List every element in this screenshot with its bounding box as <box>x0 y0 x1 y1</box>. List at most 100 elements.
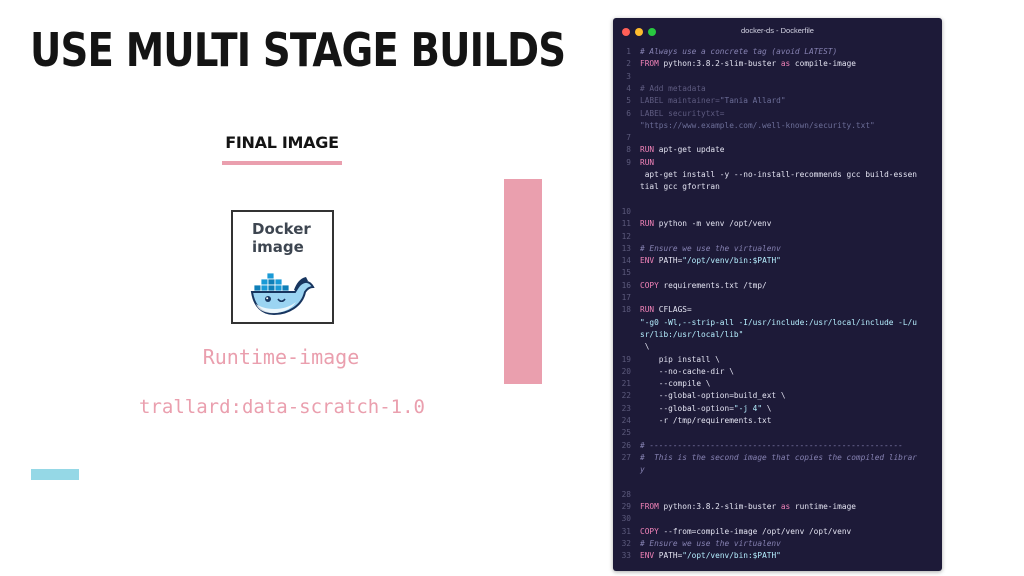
code-text: # Ensure we use the virtualenv <box>640 243 781 255</box>
code-token: requirements.txt /tmp/ <box>658 280 767 290</box>
code-text: RUN apt-get update <box>640 144 725 156</box>
docker-image-text-line2: image <box>252 238 304 256</box>
code-token: \ <box>640 342 650 352</box>
line-number: 22 <box>621 391 631 401</box>
code-token: python -m venv /opt/venv <box>654 219 772 229</box>
pink-accent-bar <box>504 179 542 384</box>
line-number: 26 <box>621 440 631 450</box>
code-line: tial gcc gfortran <box>613 181 942 193</box>
line-number: 13 <box>621 243 631 253</box>
docker-image-text: Docker image <box>252 220 311 256</box>
code-line: 6 LABEL securitytxt= <box>613 108 942 120</box>
line-number: 25 <box>621 428 631 438</box>
code-text: FROM python:3.8.2-slim-buster as compile… <box>640 58 856 70</box>
line-number: 6 <box>626 108 631 118</box>
line-number: 1 <box>626 47 631 56</box>
code-token: "/opt/venv/bin:$PATH" <box>682 256 781 266</box>
line-number: 16 <box>621 280 631 290</box>
code-text: -r /tmp/requirements.txt <box>640 415 772 427</box>
code-token: # Ensure we use the virtualenv <box>640 243 781 253</box>
line-number: 20 <box>621 366 631 376</box>
code-token: "/opt/venv/bin:$PATH" <box>682 551 781 561</box>
code-token: COPY <box>640 526 659 536</box>
code-line <box>613 477 942 489</box>
code-line: 13 # Ensure we use the virtualenv <box>613 243 942 255</box>
code-token: RUN <box>640 219 655 229</box>
code-token: --global-option=build_ext \ <box>640 391 786 401</box>
docker-whale-icon <box>250 272 315 316</box>
code-line: 11 RUN python -m venv /opt/venv <box>613 218 942 230</box>
code-token: ENV <box>640 551 655 561</box>
code-line: \ <box>613 341 942 353</box>
code-line: 31 COPY --from=compile-image /opt/venv /o… <box>613 526 942 538</box>
code-text: apt-get install -y --no-install-recommen… <box>640 169 917 181</box>
code-text: ENV PATH="/opt/venv/bin:$PATH" <box>640 550 781 562</box>
code-token: y <box>640 465 645 475</box>
line-number: 17 <box>621 293 631 302</box>
code-token: python:3.8.2-slim-buster <box>658 59 781 69</box>
close-window-button[interactable] <box>622 28 630 36</box>
code-text: RUN <box>640 157 654 169</box>
code-token: --from=compile-image /opt/venv /opt/venv <box>658 526 852 536</box>
code-text: --global-option=build_ext \ <box>640 390 786 402</box>
code-token: tial gcc gfortran <box>640 182 720 192</box>
code-editor-window: docker-ds - Dockerfile 1 # Always use a c… <box>613 18 942 571</box>
code-token: FROM <box>640 502 659 512</box>
code-text: LABEL maintainer="Tania Allard" <box>640 95 786 107</box>
code-text: --global-option="-j 4" \ <box>640 403 772 415</box>
minimize-window-button[interactable] <box>635 28 643 36</box>
line-number: 21 <box>621 379 631 389</box>
code-token: # Always use a concrete tag (avoid LATES… <box>640 47 838 56</box>
code-token: # Ensure we use the virtualenv <box>640 539 781 548</box>
code-text: pip install \ <box>640 354 720 366</box>
code-token: as <box>780 59 791 69</box>
code-text: ENV PATH="/opt/venv/bin:$PATH" <box>640 255 781 267</box>
code-token: "-j 4" <box>733 403 763 413</box>
line-number: 31 <box>621 526 631 536</box>
line-number: 2 <box>626 59 631 69</box>
code-token: PATH= <box>654 256 683 266</box>
slide-title: USE MULTI STAGE BUILDS <box>30 23 566 77</box>
code-token: LABEL securitytxt= <box>640 108 725 118</box>
code-token: ENV <box>640 256 655 266</box>
line-number: 27 <box>621 452 631 462</box>
code-token: --no-cache-dir \ <box>640 366 734 376</box>
code-line: 24 -r /tmp/requirements.txt <box>613 415 942 427</box>
teal-accent-bar <box>31 469 79 480</box>
code-line: 21 --compile \ <box>613 378 942 390</box>
code-line: 10 <box>613 206 942 218</box>
code-text: RUN python -m venv /opt/venv <box>640 218 771 230</box>
code-token: apt-get install -y --no-install-recommen… <box>640 170 917 179</box>
line-number: 32 <box>621 539 631 548</box>
line-number: 23 <box>621 403 631 413</box>
code-token: "https://www.example.com/.well-known/sec… <box>640 120 875 130</box>
line-number: 18 <box>621 305 631 315</box>
line-number: 28 <box>621 489 631 499</box>
code-line: y <box>613 464 942 476</box>
code-token: as <box>780 502 791 512</box>
line-number: 15 <box>621 268 631 278</box>
line-number: 11 <box>621 219 631 229</box>
line-number: 19 <box>621 354 631 364</box>
code-text: --compile \ <box>640 378 711 390</box>
code-line: 30 <box>613 513 942 525</box>
code-text: tial gcc gfortran <box>640 181 720 193</box>
code-text: "https://www.example.com/.well-known/sec… <box>640 120 875 132</box>
code-text: \ <box>640 341 650 353</box>
code-text: # Ensure we use the virtualenv <box>640 538 781 550</box>
line-number: 10 <box>621 206 631 216</box>
line-number: 29 <box>621 502 631 512</box>
code-line: 1 # Always use a concrete tag (avoid LATE… <box>613 46 942 58</box>
code-line: 19 pip install \ <box>613 354 942 366</box>
maximize-window-button[interactable] <box>648 28 656 36</box>
code-token: compile-image <box>790 59 856 69</box>
code-line: 27# This is the second image that copies… <box>613 452 942 464</box>
code-line: 25 <box>613 427 942 439</box>
code-line: 7 <box>613 132 942 144</box>
editor-titlebar: docker-ds - Dockerfile <box>613 18 942 44</box>
line-number: 33 <box>621 551 631 561</box>
docker-image-text-line1: Docker <box>252 220 311 238</box>
